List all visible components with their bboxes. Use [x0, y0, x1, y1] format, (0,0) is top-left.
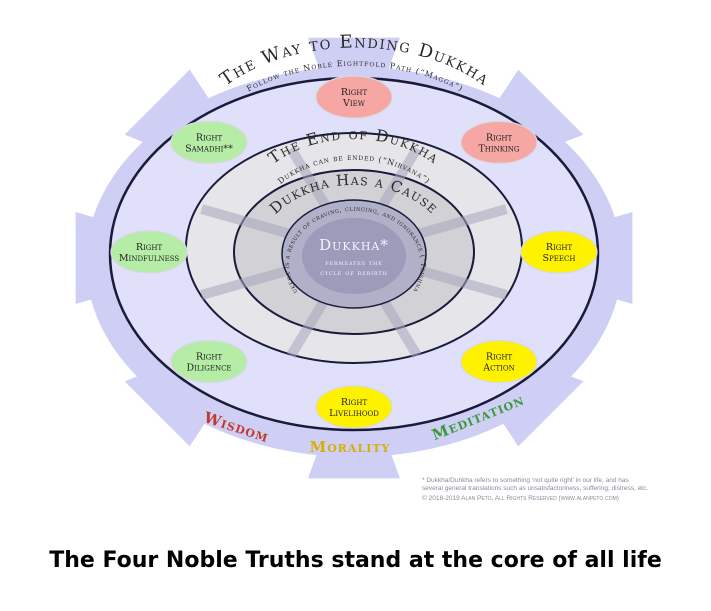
path-node-bubble	[170, 340, 248, 384]
path-node-bubble	[315, 385, 393, 429]
path-node-label-line1: Right	[196, 352, 223, 363]
path-node-bubble	[460, 340, 538, 384]
path-node-label-line2: Thinking	[478, 143, 519, 154]
eightfold-path-nodes: RightViewRightThinkingRightSpeechRightAc…	[110, 75, 598, 429]
footnote-line2: several general translations such as uns…	[422, 485, 648, 492]
center-line1: permeates the	[325, 258, 382, 267]
path-node-label-line2: Samadhi**	[185, 143, 233, 154]
path-node-label-line2: Mindfulness	[119, 253, 180, 264]
path-node-label-line1: Right	[341, 87, 368, 98]
path-node-label-line2: View	[342, 98, 366, 109]
path-node-label-line1: Right	[486, 352, 513, 363]
morality-label: Morality	[310, 438, 391, 456]
path-node-label-line2: Action	[482, 363, 515, 374]
path-node-bubble	[315, 75, 393, 119]
path-node-label-line2: Speech	[543, 253, 576, 264]
path-node-bubble	[520, 230, 598, 274]
center-title: Dukkha*	[319, 236, 389, 254]
center-line2: cycle of rebirth	[320, 268, 387, 277]
path-node-label-line1: Right	[486, 132, 513, 143]
path-node-label-line1: Right	[341, 397, 368, 408]
path-node-label-line1: Right	[546, 242, 573, 253]
path-node-label-line1: Right	[136, 242, 163, 253]
path-node-bubble	[170, 120, 248, 164]
path-node-label-line2: Diligence	[186, 363, 231, 374]
caption: The Four Noble Truths stand at the core …	[49, 548, 662, 573]
footnote-copyright: © 2018-2019 Alan Peto, All Rights Reserv…	[422, 494, 619, 502]
path-node-label-line1: Right	[196, 132, 223, 143]
center-core	[302, 218, 406, 294]
path-node-label-line2: Livelihood	[329, 408, 379, 419]
path-node-bubble	[460, 120, 538, 164]
footnote-line1: * Dukkha/Duhkha refers to something ‘not…	[422, 477, 630, 484]
path-node-bubble	[110, 230, 188, 274]
